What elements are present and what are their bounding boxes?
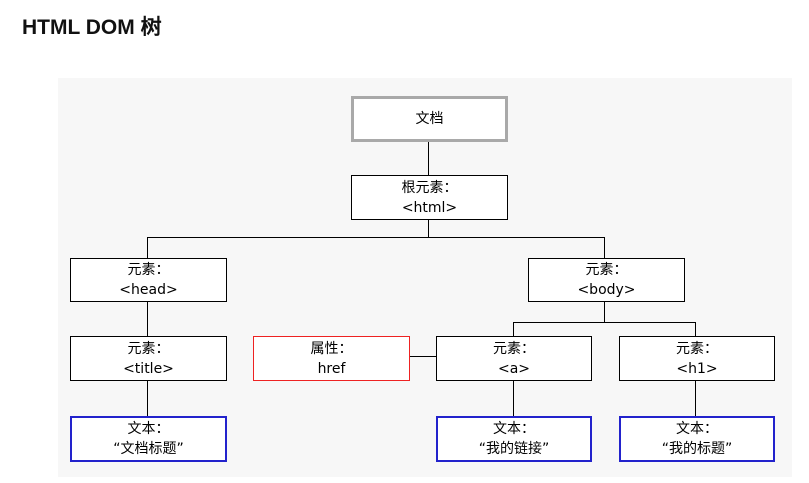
- root-element-label: 根元素：: [401, 179, 458, 196]
- body-element-node: 元素： <body>: [528, 258, 685, 302]
- a-text-node: 文本： “我的链接”: [436, 416, 592, 462]
- head-element-label: 元素：: [127, 262, 170, 278]
- dom-tree-diagram: 文档 根元素： <html> 元素： <head> 元素： <body> 元素：…: [58, 78, 792, 477]
- title-text-node: 文本： “文档标题”: [70, 416, 227, 462]
- title-text-label: 文本：: [127, 421, 170, 437]
- connector-root-down: [428, 220, 429, 237]
- connector-head-title: [147, 302, 148, 336]
- page-title: HTML DOM 树: [22, 16, 162, 39]
- document-node: 文档: [351, 96, 508, 142]
- head-element-node: 元素： <head>: [70, 258, 227, 302]
- title-element-tag: <title>: [123, 360, 174, 377]
- connector-root-branch: [147, 237, 605, 238]
- connector-branch-body: [604, 237, 605, 258]
- connector-body-branch: [513, 322, 696, 323]
- connector-branch-h1: [695, 322, 696, 336]
- h1-text-node: 文本： “我的标题”: [619, 416, 775, 462]
- connector-body-down: [604, 302, 605, 322]
- document-node-label: 文档: [415, 111, 444, 127]
- connector-a-text: [513, 381, 514, 416]
- connector-branch-a: [513, 322, 514, 336]
- body-element-tag: <body>: [577, 282, 636, 298]
- a-text-value: “我的链接”: [478, 441, 550, 457]
- body-element-label: 元素：: [585, 262, 628, 278]
- a-text-label: 文本：: [493, 421, 535, 437]
- title-text-value: “文档标题”: [113, 441, 184, 457]
- connector-h1-text: [695, 381, 696, 416]
- a-element-label: 元素：: [493, 340, 535, 357]
- connector-document-root: [428, 142, 429, 175]
- title-element-label: 元素：: [127, 340, 170, 357]
- attribute-node: 属性： href: [253, 336, 410, 381]
- connector-title-text: [147, 381, 148, 416]
- h1-text-label: 文本：: [676, 421, 718, 437]
- attribute-label: 属性：: [310, 340, 353, 357]
- title-element-node: 元素： <title>: [70, 336, 227, 381]
- h1-element-tag: <h1>: [676, 360, 718, 377]
- a-element-tag: <a>: [497, 360, 531, 377]
- root-element-node: 根元素： <html>: [351, 175, 508, 220]
- h1-text-value: “我的标题”: [661, 441, 733, 457]
- h1-element-label: 元素：: [676, 340, 718, 357]
- attribute-name: href: [317, 360, 346, 377]
- connector-branch-head: [147, 237, 148, 258]
- root-element-tag: <html>: [401, 199, 458, 216]
- h1-element-node: 元素： <h1>: [619, 336, 775, 381]
- a-element-node: 元素： <a>: [436, 336, 592, 381]
- head-element-tag: <head>: [119, 282, 178, 298]
- connector-attribute-a: [409, 356, 436, 357]
